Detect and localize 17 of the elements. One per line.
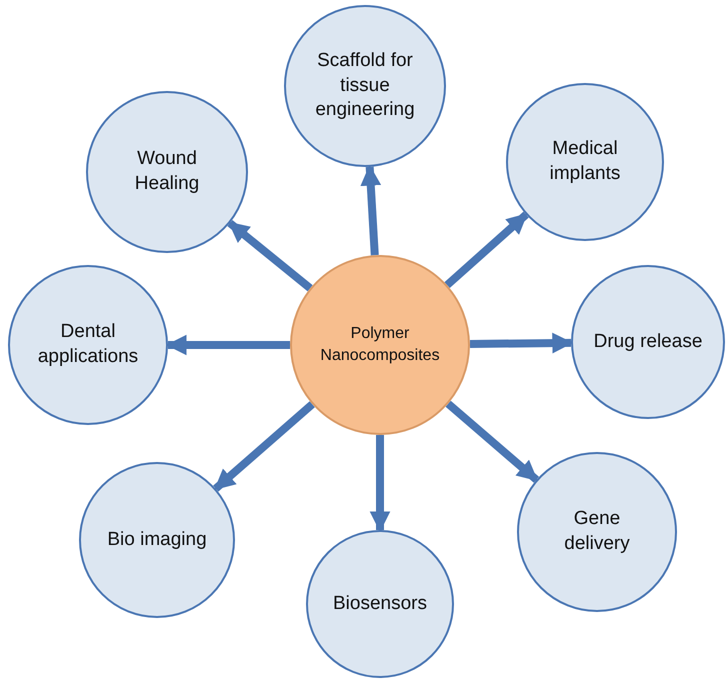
arrow xyxy=(370,435,390,532)
circle-label: Polymer Nanocomposites xyxy=(319,324,441,366)
arrow xyxy=(470,332,574,354)
circle-label: Biosensors xyxy=(332,592,428,616)
circle-label: Medical implants xyxy=(548,137,622,186)
arrow xyxy=(213,401,315,492)
circle-label: Gene delivery xyxy=(563,507,631,556)
arrow xyxy=(444,212,529,288)
circle-label: Scaffold for tissue engineering xyxy=(314,48,416,122)
circle-label: Dental applications xyxy=(36,320,140,369)
arrow xyxy=(360,164,382,256)
arrow xyxy=(166,334,290,356)
circle-label: Drug release xyxy=(592,330,704,354)
arrow xyxy=(446,400,539,483)
circle-label: Wound Healing xyxy=(134,147,200,196)
circle-label: Bio imaging xyxy=(106,528,208,552)
arrow xyxy=(227,220,313,292)
